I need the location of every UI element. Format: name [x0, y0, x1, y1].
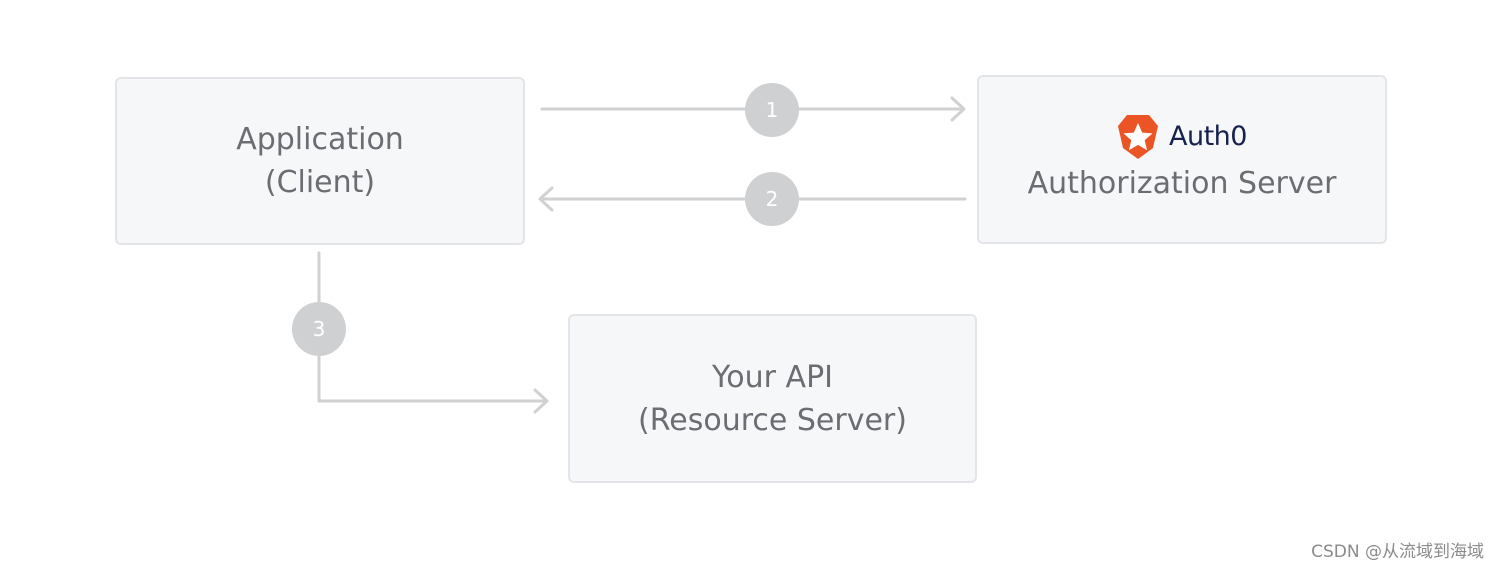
step-badge-2: 2 — [745, 172, 799, 226]
application-client-box: Application (Client) — [115, 77, 525, 245]
watermark-text: CSDN @从流域到海域 — [1311, 542, 1484, 562]
resource-server-box: Your API (Resource Server) — [568, 314, 977, 483]
arrow-step-3 — [317, 251, 548, 403]
authorization-server-label: Authorization Server — [1027, 166, 1337, 201]
step-number-3: 3 — [313, 317, 326, 341]
step-number-2: 2 — [766, 187, 779, 211]
step-badge-3: 3 — [292, 302, 346, 356]
step-badge-1: 1 — [745, 83, 799, 137]
arrowhead-step-3 — [533, 388, 549, 414]
api-subtitle: (Resource Server) — [638, 402, 907, 438]
auth0-brand-name: Auth0 — [1169, 121, 1247, 152]
step-number-1: 1 — [766, 98, 779, 122]
arrowhead-step-1 — [950, 96, 966, 122]
arrowhead-step-2 — [538, 186, 554, 212]
auth0-shield-star-icon — [1118, 115, 1159, 159]
authorization-server-box: Auth0 Authorization Server — [977, 75, 1387, 244]
application-subtitle: (Client) — [264, 165, 376, 200]
application-title: Application — [236, 122, 404, 157]
api-title: Your API — [711, 359, 834, 395]
auth0-brand: Auth0 — [1117, 114, 1247, 160]
